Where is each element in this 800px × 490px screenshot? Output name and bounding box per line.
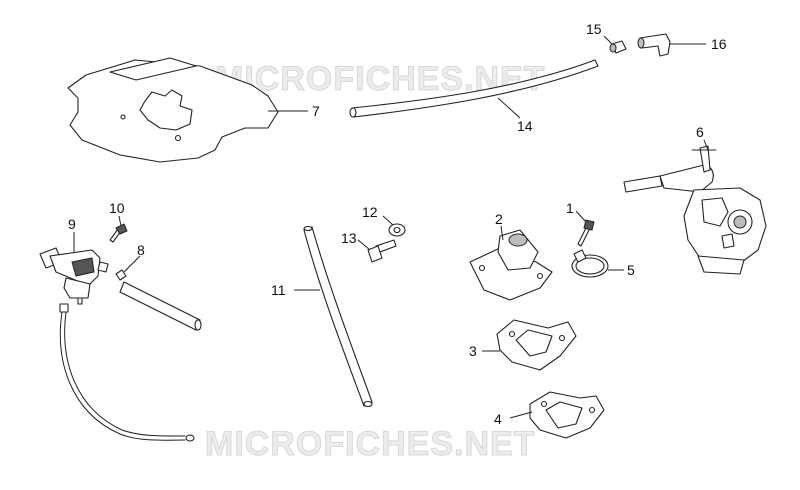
part-9-fuel-tap[interactable] [39,247,109,305]
part-8-clip[interactable] [115,269,127,281]
callout-2: 2 [495,211,503,227]
watermark-top: MICROFICHES.NET [215,60,545,98]
part-6-carburetor[interactable] [623,145,767,275]
leader-14 [497,97,521,119]
callout-13: 13 [341,230,357,246]
part-11-hose[interactable] [303,225,373,408]
part-12-washer[interactable] [388,223,406,237]
part-10-screw[interactable] [109,223,128,243]
callout-10: 10 [109,200,125,216]
part-2-intake-manifold[interactable] [469,229,553,301]
leader-1 [575,210,587,223]
callout-7: 7 [312,103,320,119]
part-14-fuel-hose[interactable] [349,59,599,118]
fuel-tap-long-hose[interactable] [59,303,195,442]
part-15-cap[interactable] [609,40,627,54]
callout-11: 11 [271,282,286,298]
part-5-hose-clamp[interactable] [571,249,609,278]
callout-5: 5 [627,262,635,278]
part-16-elbow-fitting[interactable] [637,33,671,57]
callout-9: 9 [68,216,76,232]
callout-1: 1 [566,200,574,216]
leader-13 [357,239,371,251]
callout-4: 4 [494,411,502,427]
leader-10 [118,215,122,227]
leader-8 [123,255,141,273]
part-4-gasket[interactable] [529,391,605,439]
fuel-tap-short-hose[interactable] [119,281,202,331]
leader-2 [500,225,504,241]
part-3-reed-gasket[interactable] [496,319,577,371]
leader-4 [509,411,533,419]
part-7-heat-shield[interactable] [67,57,279,163]
part-13-bolt[interactable] [367,239,397,263]
leader-6 [703,139,709,151]
leader-12 [382,215,394,226]
watermark-bottom: MICROFICHES.NET [205,425,535,463]
callout-14: 14 [517,118,533,134]
callout-15: 15 [586,21,602,37]
callout-3: 3 [469,343,477,359]
callout-8: 8 [137,242,145,258]
callout-12: 12 [362,204,378,220]
callout-6: 6 [696,124,704,140]
callout-16: 16 [711,36,727,52]
part-1-screw[interactable] [577,219,595,247]
leader-15 [603,35,613,45]
